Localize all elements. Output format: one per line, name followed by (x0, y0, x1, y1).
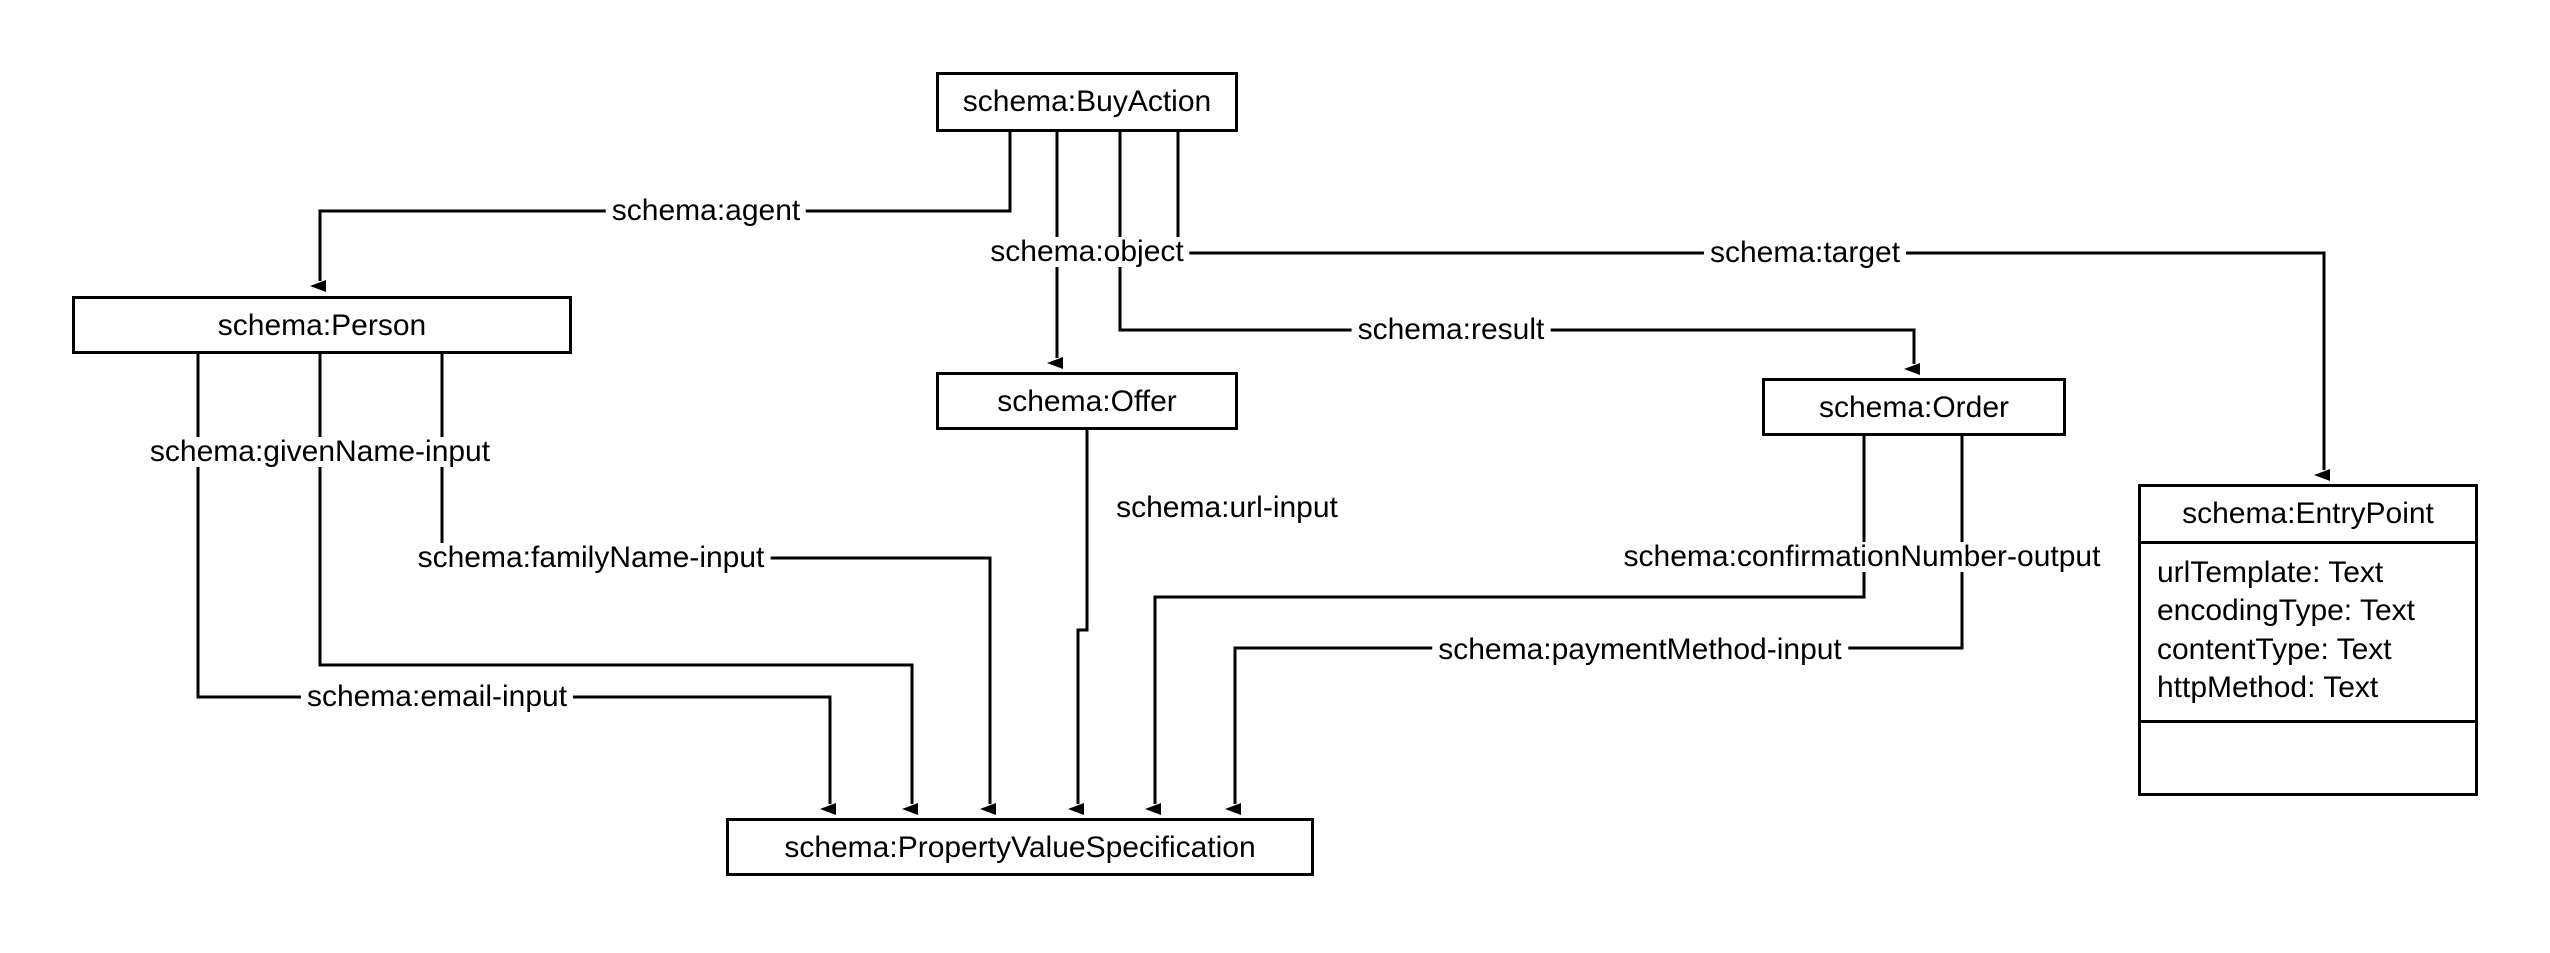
class-attribute-row: encodingType: Text (2157, 594, 2415, 628)
class-node-title: schema:EntryPoint (2182, 497, 2434, 530)
edge-familyName-input (440, 354, 996, 815)
class-node-buyaction[interactable]: schema:BuyAction (936, 72, 1238, 132)
class-node-offer[interactable]: schema:Offer (936, 372, 1238, 430)
edge-paymentMethod-input (1225, 436, 1964, 815)
class-node-attributes: urlTemplate: Text encodingType: Text conte… (2141, 541, 2475, 720)
class-node-title: schema:BuyAction (962, 85, 1212, 118)
class-node-title: schema:Order (1818, 391, 2010, 424)
edge-label-confirmationNumber-output: schema:confirmationNumber-output (1617, 542, 2107, 572)
class-node-order[interactable]: schema:Order (1762, 378, 2066, 436)
edge-label-result: schema:result (1351, 315, 1551, 345)
class-attribute-row: urlTemplate: Text (2157, 556, 2384, 589)
edge-confirmationNumber-output (1145, 436, 1866, 815)
class-node-pvs[interactable]: schema:PropertyValueSpecification (726, 818, 1314, 876)
class-node-title: schema:PropertyValueSpecification (784, 831, 1256, 864)
edge-label-givenName-input: schema:givenName-input (143, 437, 497, 467)
edge-label-familyName-input: schema:familyName-input (411, 543, 771, 573)
edge-url-input (1068, 430, 1089, 815)
edge-givenName-input (318, 354, 918, 815)
class-node-person[interactable]: schema:Person (72, 296, 572, 354)
edge-label-object: schema:object (984, 237, 1190, 267)
edge-label-agent: schema:agent (605, 196, 807, 226)
edge-target (1176, 132, 2330, 481)
class-node-title: schema:Person (217, 309, 427, 342)
edge-label-target: schema:target (1703, 238, 1907, 268)
class-node-title: schema:Offer (997, 385, 1177, 418)
class-node-entrypoint[interactable]: schema:EntryPoint urlTemplate: Text encodi… (2138, 484, 2478, 796)
edge-label-paymentMethod-input: schema:paymentMethod-input (1432, 635, 1848, 665)
class-attribute-row: contentType: Text (2157, 632, 2392, 666)
class-node-operations (2141, 719, 2475, 757)
class-attribute-row: httpMethod: Text (2157, 671, 2379, 705)
edge-email-input (196, 354, 836, 815)
edge-label-email-input: schema:email-input (300, 682, 574, 712)
edge-label-url-input: schema:url-input (1110, 493, 1344, 523)
